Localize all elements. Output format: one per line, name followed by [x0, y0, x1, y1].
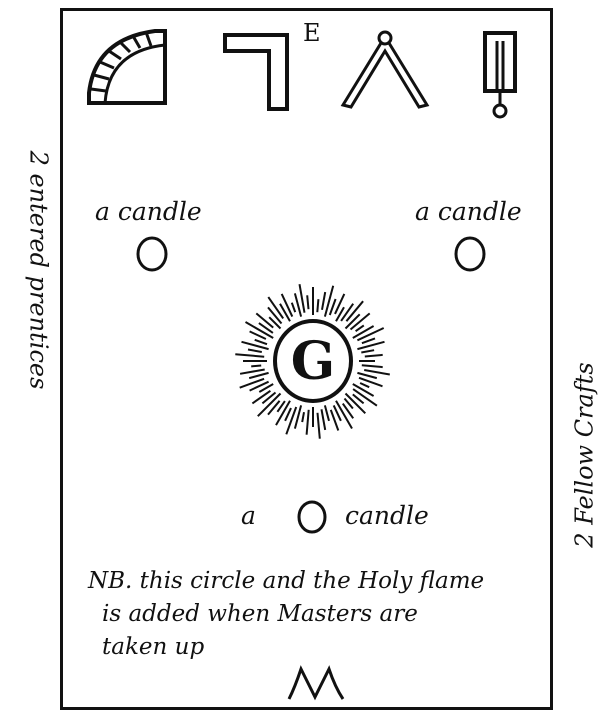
letter-e: E — [303, 19, 321, 47]
fellow-crafts-text: 2 Fellow Crafts — [571, 362, 599, 547]
m-mark-icon — [285, 663, 347, 703]
note-line-2: is added when Masters are — [88, 598, 528, 631]
right-candle-label: a candle — [415, 197, 522, 226]
bottom-candle-suffix: candle — [345, 501, 429, 530]
right-candle-circle — [453, 235, 487, 273]
left-candle-label: a candle — [95, 197, 202, 226]
left-candle-circle — [135, 235, 169, 273]
note-line-1: NB. this circle and the Holy flame — [88, 565, 528, 598]
note-line-3: taken up — [88, 631, 528, 664]
right-side-label: 2 Fellow Crafts — [562, 320, 608, 590]
quadrant-icon — [85, 27, 170, 107]
entered-prentices-text: 2 entered prentices — [24, 151, 52, 390]
note: NB. this circle and the Holy flame is ad… — [88, 565, 528, 664]
square-icon — [221, 31, 297, 113]
bottom-candle-circle — [295, 499, 329, 535]
bottom-candle-prefix: a — [241, 501, 256, 530]
compasses-icon — [339, 29, 435, 109]
plumb-icon — [477, 29, 525, 121]
letter-g: G — [231, 279, 395, 443]
left-side-label: 2 entered prentices — [18, 140, 58, 400]
glory-emblem: G — [231, 279, 395, 443]
